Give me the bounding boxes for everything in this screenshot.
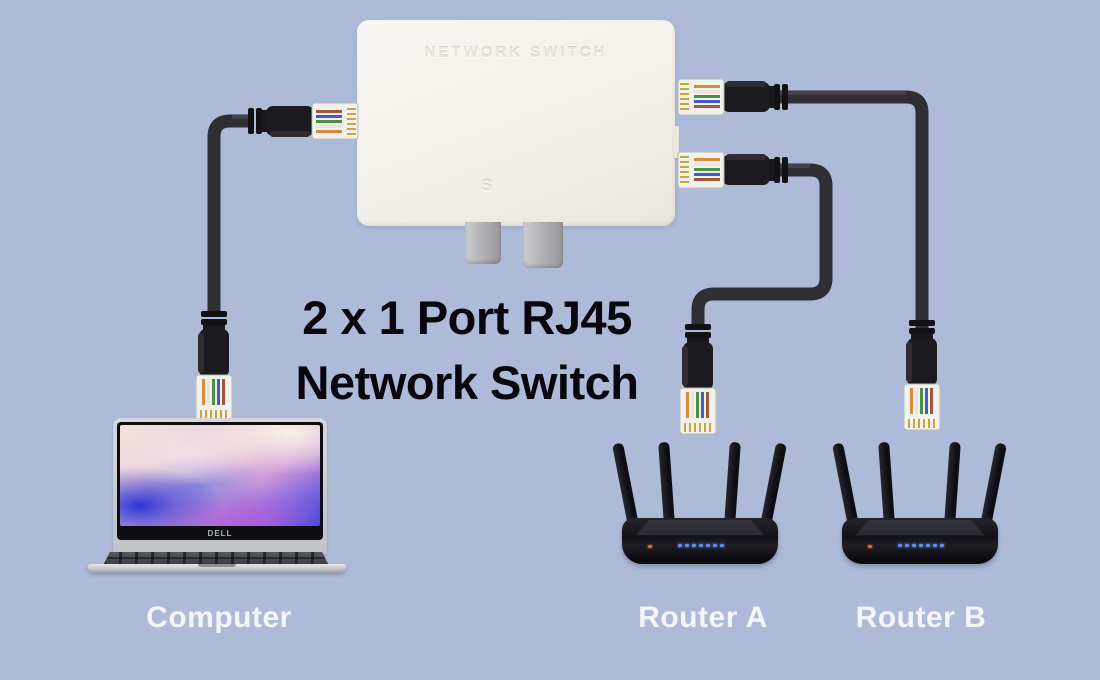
router-b-device bbox=[832, 440, 1007, 568]
rj45-connector bbox=[677, 78, 789, 116]
cable-runs bbox=[207, 90, 929, 332]
router-antenna bbox=[944, 441, 961, 527]
laptop-wallpaper bbox=[120, 425, 320, 526]
router-body bbox=[842, 518, 998, 564]
rj45-connector bbox=[679, 323, 717, 435]
router-body bbox=[622, 518, 778, 564]
router-led bbox=[905, 544, 909, 547]
cable-to-router-a bbox=[691, 163, 833, 328]
router-led bbox=[898, 544, 902, 547]
laptop-keyboard bbox=[103, 552, 329, 566]
switch-mount-stub bbox=[465, 222, 501, 264]
router-led-row bbox=[898, 544, 944, 547]
router-antenna bbox=[878, 441, 895, 527]
switch-embossed-label: NETWORK SWITCH bbox=[424, 44, 608, 61]
router-led bbox=[692, 544, 696, 547]
page-title: 2 x 1 Port RJ45 Network Switch bbox=[296, 286, 639, 416]
title-line-1: 2 x 1 Port RJ45 bbox=[302, 291, 632, 344]
router-led bbox=[678, 544, 682, 547]
cable-to-computer bbox=[207, 114, 254, 315]
router-led bbox=[685, 544, 689, 547]
router-led bbox=[699, 544, 703, 547]
switch-embossed-mark: S bbox=[481, 176, 493, 195]
dell-logo: DELL bbox=[207, 529, 233, 538]
router-status-led bbox=[868, 545, 872, 548]
router-led bbox=[706, 544, 710, 547]
router-a-device bbox=[612, 440, 787, 568]
router-led bbox=[720, 544, 724, 547]
router-antenna bbox=[658, 441, 675, 527]
rj45-connector bbox=[247, 102, 359, 140]
router-led-row bbox=[678, 544, 724, 547]
router-led bbox=[912, 544, 916, 547]
switch-mount-stub bbox=[523, 222, 563, 268]
router-a-label: Router A bbox=[638, 601, 768, 634]
computer-device: DELL bbox=[85, 415, 347, 580]
router-antenna bbox=[724, 441, 741, 527]
switch-port-divider bbox=[674, 126, 679, 158]
router-led bbox=[926, 544, 930, 547]
rj45-connector bbox=[903, 319, 941, 431]
laptop-screen-bezel: DELL bbox=[117, 422, 323, 540]
rj45-connector bbox=[677, 151, 789, 189]
title-line-2: Network Switch bbox=[295, 355, 639, 409]
router-led bbox=[713, 544, 717, 547]
cable-to-router-b bbox=[764, 90, 929, 332]
laptop-base bbox=[88, 564, 346, 573]
computer-label: Computer bbox=[146, 601, 292, 634]
router-led bbox=[933, 544, 937, 547]
rj45-connector bbox=[195, 310, 233, 422]
router-b-label: Router B bbox=[855, 601, 987, 634]
router-status-led bbox=[648, 545, 652, 548]
laptop-lid: DELL bbox=[113, 418, 327, 554]
network-switch-device: NETWORK SWITCH S bbox=[357, 20, 679, 268]
router-led bbox=[919, 544, 923, 547]
router-led bbox=[940, 544, 944, 547]
